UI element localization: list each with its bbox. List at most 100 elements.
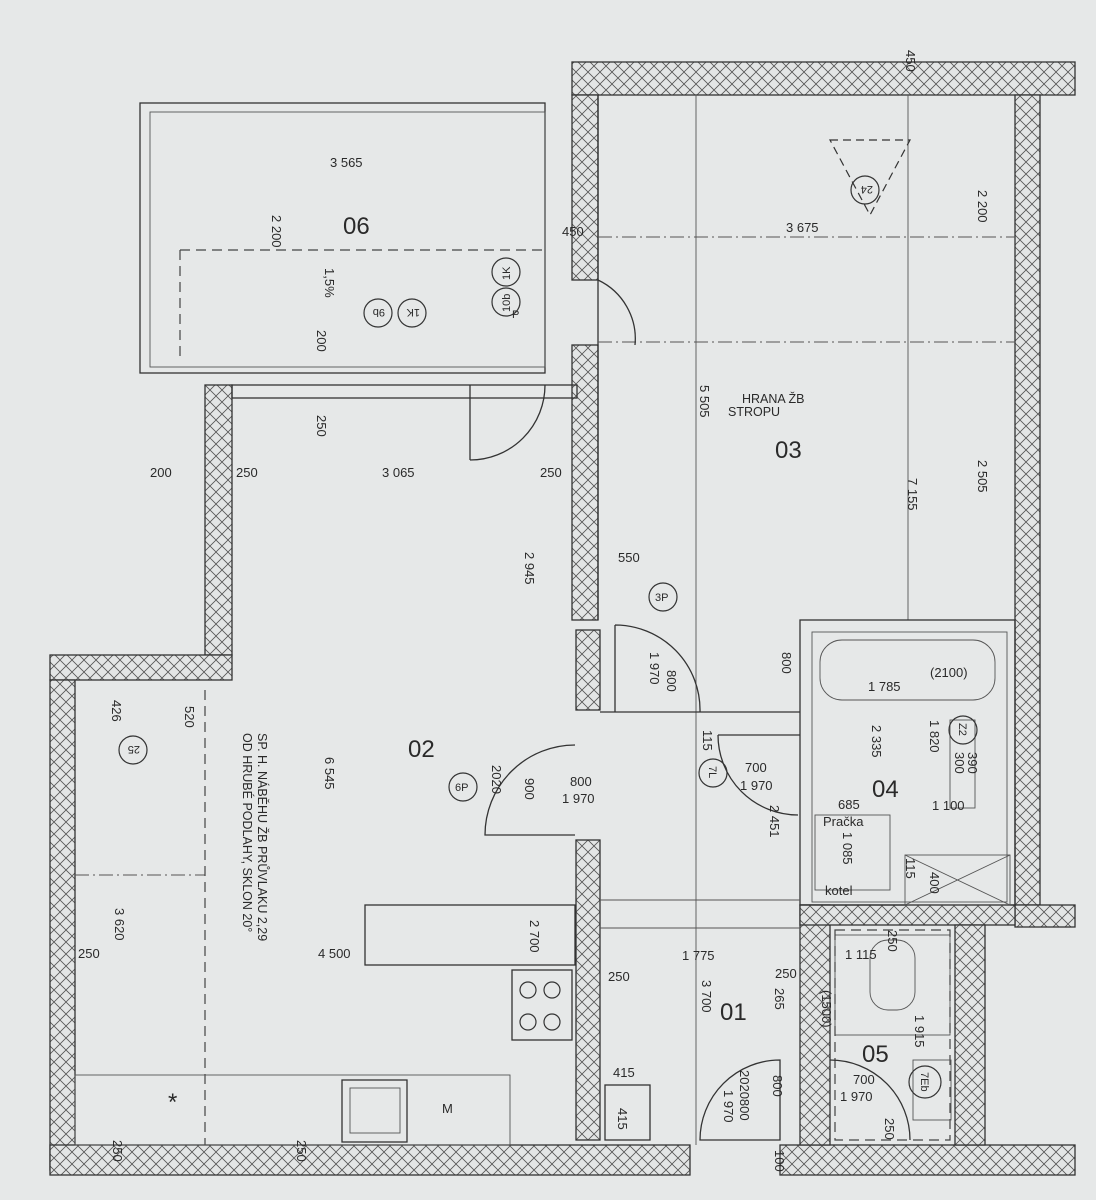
dim: 1 970 [647,652,662,685]
note-beam-1: SP. H. NÁBĚHU ŽB PRŮVLAKU 2,29 [255,733,270,941]
symbol-7eb: 7Eb [918,1072,930,1092]
dim: 700 [745,760,767,775]
symbol-1k-a: 1K [501,266,513,280]
symbol-1k-b: 1K [406,306,420,318]
dim: 2 335 [869,725,884,758]
note-stropu: STROPU [728,405,780,419]
dim: 2 451 [767,805,782,838]
linework [74,95,1016,1146]
dim: 2 700 [527,920,542,953]
note-shower: (1500) [819,990,834,1028]
symbol-p: P [512,309,519,321]
note-hrana: HRANA ŽB [742,391,805,406]
symbol-25: 25 [128,743,140,755]
dim: 250 [885,930,900,952]
dim: 1 775 [682,948,715,963]
dim: 5 505 [697,385,712,418]
symbol-24: 24 [861,183,873,195]
dim: 426 [109,700,124,722]
note-kotel: kotel [825,883,853,898]
dim: 800 [664,670,679,692]
dim: 250 [540,465,562,480]
dim: 1 100 [932,798,965,813]
dim: 2 200 [269,215,284,248]
room-01: 01 [720,999,747,1026]
dim: 2020800 [737,1070,752,1121]
dim: 520 [182,706,197,728]
dim: 450 [562,224,584,239]
symbol-6p: 6P [455,782,468,794]
dim: 390 [965,752,980,774]
room-02: 02 [408,736,435,763]
room-03: 03 [775,437,802,464]
dim: 2 945 [522,552,537,585]
dim: 250 [882,1118,897,1140]
dim: 200 [314,330,329,352]
room-06: 06 [343,213,370,240]
dim: 1 915 [912,1015,927,1048]
dim: 1 970 [840,1089,873,1104]
note-beam-2: OD HRUBÉ PODLAHY, SKLON 20° [240,733,255,932]
dim: 250 [236,465,258,480]
dim: 7 155 [905,478,920,511]
dim: 250 [294,1140,309,1162]
symbol-3p: 3P [655,592,668,604]
room-05: 05 [862,1041,889,1068]
dim: 2 505 [975,460,990,493]
dim: 250 [314,415,329,437]
dim: 900 [522,778,537,800]
symbol-9b: 9b [373,306,385,318]
symbol-10b: 10b [501,294,513,312]
dim: 415 [613,1065,635,1080]
symbol-circles [118,175,978,1099]
note-m: M [442,1101,453,1116]
dim: 1 970 [721,1090,736,1123]
walls [49,61,1076,1176]
room-labels: 06 03 02 04 01 05 [343,213,899,1068]
dim: 115 [903,858,918,879]
dim: 800 [770,1075,785,1097]
dim: 800 [570,774,592,789]
symbol-z2: Z2 [956,723,968,736]
dim: 685 [838,797,860,812]
dim: 6 545 [322,757,337,790]
note-bath: (2100) [930,665,968,680]
dim: 300 [952,752,967,774]
dim: 450 [903,50,918,72]
dim: 3 065 [382,465,415,480]
dim: 3 700 [699,980,714,1013]
dim: 265 [772,988,787,1010]
notes: HRANA ŽB STROPU SP. H. NÁBĚHU ŽB PRŮVLAK… [168,268,968,1116]
dim: 1 970 [740,778,773,793]
dim: 100 [772,1150,787,1172]
dim: 1 820 [927,720,942,753]
dim: 250 [78,946,100,961]
symbol-labels: 24 1K 10b P 1K 9b 3P 25 6P 7L Z2 7Eb [128,183,968,1092]
dim: 550 [618,550,640,565]
dim: 250 [775,966,797,981]
room-04: 04 [872,776,899,803]
dim: 4 500 [318,946,351,961]
note-star: * [168,1089,177,1116]
dim: 3 620 [112,908,127,941]
dim: 250 [110,1140,125,1162]
note-pracka: Pračka [823,814,864,829]
dim: 1 785 [868,679,901,694]
dim: 800 [779,652,794,674]
symbol-7l: 7L [706,766,718,778]
dimension-labels: 3 565 450 3 675 450 2 200 2 200 200 250 … [78,50,990,1172]
dim: 415 [615,1108,630,1130]
dim: 200 [150,465,172,480]
dim: 115 [700,730,715,751]
dim: 2 200 [975,190,990,223]
dim: 700 [853,1072,875,1087]
dim: 1 085 [840,832,855,865]
dim: 1 115 [845,947,877,962]
dim: 3 565 [330,155,363,170]
door-swings [469,279,911,1141]
dim: 400 [927,872,942,894]
note-slope: 1,5% [322,268,337,298]
dim: 1 970 [562,791,595,806]
dim: 3 675 [786,220,819,235]
